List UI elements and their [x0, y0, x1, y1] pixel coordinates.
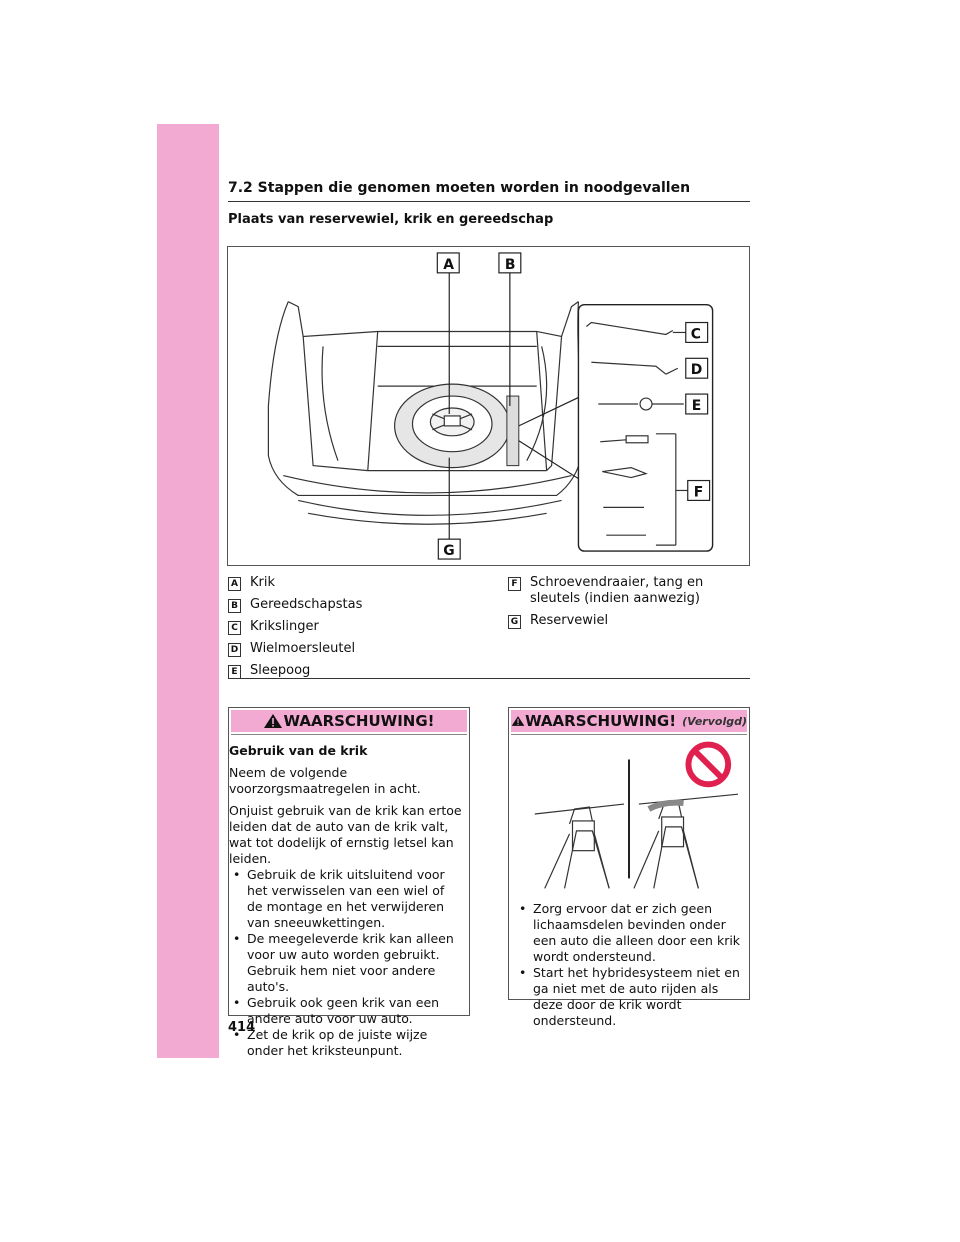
page-number: 414: [228, 1020, 256, 1035]
key-badge: A: [228, 577, 241, 591]
warning-header: WAARSCHUWING!: [231, 710, 467, 732]
warning-bullet: Zorg ervoor dat er zich geen lichaamsdel…: [515, 901, 743, 965]
warning-triangle-icon: [264, 714, 283, 728]
warning-divider: [511, 734, 747, 735]
warning-bullet: Start het hybridesysteem niet en ga niet…: [515, 965, 743, 1029]
key-badge: C: [228, 621, 241, 635]
trunk-diagram: A B C D E F G: [267, 252, 714, 560]
legend-item: F Schroevendraaier, tang en sleutels (ind…: [508, 575, 750, 607]
warning-box-jack-use: WAARSCHUWING! Gebruik van de krik Neem d…: [228, 707, 470, 1058]
callout-f: F: [694, 484, 704, 500]
legend-item: B Gereedschapstas: [228, 597, 488, 613]
continued-label: (Vervolgd): [682, 714, 747, 728]
callout-a: A: [443, 257, 454, 273]
chapter-side-tab: [157, 124, 219, 1058]
warning-bullet: Gebruik de krik uitsluitend voor het ver…: [229, 867, 457, 931]
legend-item: A Krik: [228, 575, 488, 591]
warning-paragraph: Neem de volgende voorzorgsmaatregelen in…: [229, 765, 421, 796]
prohibition-icon: [685, 741, 732, 788]
warning-body: Gebruik van de krik Neem de volgende voo…: [229, 735, 469, 1059]
key-badge: D: [228, 643, 241, 657]
legend-label: Gereedschapstas: [250, 597, 363, 612]
warning-bullet-list: Gebruik de krik uitsluitend voor het ver…: [229, 867, 463, 1059]
legend-right: F Schroevendraaier, tang en sleutels (ind…: [508, 575, 750, 635]
legend-item: D Wielmoersleutel: [228, 641, 488, 657]
legend-label: Reservewiel: [530, 613, 609, 628]
jack-diagram: [534, 741, 739, 889]
warning-divider: [231, 734, 467, 735]
callout-c: C: [691, 326, 701, 342]
callout-e: E: [692, 398, 702, 414]
callout-g: G: [443, 543, 454, 559]
trunk-illustration: A B C D E F G: [227, 246, 750, 566]
legend-label: Sleepoog: [250, 663, 311, 678]
legend-label: Schroevendraaier, tang en sleutels (indi…: [530, 575, 704, 606]
legend-item: E Sleepoog: [228, 663, 488, 679]
warning-heading: WAARSCHUWING!: [283, 712, 435, 730]
callout-b: B: [505, 257, 516, 273]
legend-divider: [228, 678, 750, 679]
warning-triangle-icon: [511, 716, 525, 726]
warning-box-continued: WAARSCHUWING! (Vervolgd): [508, 707, 750, 1028]
jack-under-car-illustration: [515, 739, 743, 889]
warning-heading: WAARSCHUWING!: [525, 712, 677, 730]
subsection-title: Plaats van reservewiel, krik en gereedsc…: [228, 212, 554, 227]
key-badge: G: [508, 615, 521, 629]
section-header: 7.2 Stappen die genomen moeten worden in…: [228, 180, 691, 196]
warning-paragraph: Onjuist gebruik van de krik kan ertoe le…: [229, 803, 462, 866]
callout-d: D: [691, 362, 703, 378]
key-badge: E: [228, 665, 241, 679]
warning-bullet: Gebruik ook geen krik van een andere aut…: [229, 995, 457, 1027]
warning-subtitle: Gebruik van de krik: [229, 743, 368, 758]
legend-label: Krik: [250, 575, 276, 590]
warning-bullet-list: Zorg ervoor dat er zich geen lichaamsdel…: [509, 901, 749, 1029]
warning-bullet: De meegeleverde krik kan alleen voor uw …: [229, 931, 457, 995]
legend-item: C Krikslinger: [228, 619, 488, 635]
legend-left: A Krik B Gereedschapstas C Krikslinger D Wie…: [228, 575, 488, 685]
warning-header: WAARSCHUWING! (Vervolgd): [511, 710, 747, 732]
legend-item: G Reservewiel: [508, 613, 750, 629]
warning-bullet: Zet de krik op de juiste wijze onder het…: [229, 1027, 457, 1059]
legend-label: Krikslinger: [250, 619, 319, 634]
key-badge: B: [228, 599, 241, 613]
key-badge: F: [508, 577, 521, 591]
header-divider: [228, 201, 750, 202]
legend-label: Wielmoersleutel: [250, 641, 356, 656]
